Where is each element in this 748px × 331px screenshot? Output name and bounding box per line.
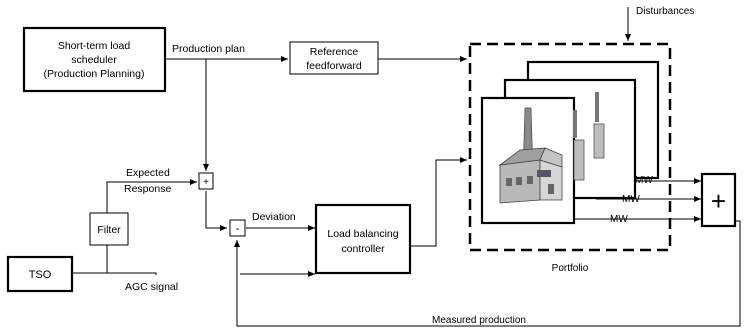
- deviation-label: Deviation: [252, 211, 296, 223]
- minus-summer: -: [229, 219, 246, 237]
- filter-block: Filter: [89, 212, 129, 246]
- tso-label: TSO: [29, 269, 52, 281]
- plus-summer: +: [198, 172, 214, 190]
- plant-back-wall: [593, 123, 605, 159]
- reference-block: Reference feedforward: [289, 41, 379, 75]
- arrow-filter-to-plus-summer: [106, 179, 197, 213]
- filter-box: [89, 212, 129, 246]
- controller-label-1: Load balancing: [327, 228, 398, 240]
- plus-summer-sign: +: [203, 177, 209, 188]
- minus-summer-box: [229, 219, 246, 237]
- scheduler-label-1: Short-term load: [58, 40, 131, 52]
- reference-box: [289, 41, 379, 75]
- response-label: Response: [124, 183, 171, 195]
- measured-production-label: Measured production: [432, 315, 526, 326]
- agc-signal-label: AGC signal: [125, 281, 178, 293]
- portfolio-group: Portfolio: [468, 42, 672, 274]
- tso-block: TSO: [6, 255, 74, 293]
- output-summer-sign: +: [711, 186, 726, 216]
- connectors: [72, 7, 741, 327]
- power-plant-icon: [498, 107, 563, 204]
- tso-box: [6, 255, 74, 293]
- expected-label: Expected: [126, 167, 170, 179]
- scheduler-box: [22, 26, 167, 93]
- scheduler-label-2: scheduler: [71, 54, 117, 66]
- plus-summer-box: [198, 172, 214, 190]
- plant-middle-wall: [573, 139, 585, 181]
- chimney-middle: [573, 110, 577, 138]
- portfolio-label: Portfolio: [552, 263, 589, 274]
- production-plan-label: Production plan: [172, 43, 245, 55]
- line-tso-agc: [72, 272, 157, 275]
- arrow-plus-to-minus-summer: [205, 191, 227, 231]
- filter-label: Filter: [97, 224, 121, 236]
- arrow-measured-production-feedback: [234, 220, 741, 327]
- output-summer: +: [700, 172, 737, 228]
- output-summer-box: [700, 172, 737, 228]
- mw-label-2: MW: [622, 194, 640, 205]
- minus-summer-sign: -: [236, 223, 240, 235]
- controller-box: [314, 203, 412, 275]
- scheduler-label-3: (Production Planning): [44, 68, 145, 80]
- arrow-controller-to-portfolio: [410, 157, 467, 247]
- controller-label-2: controller: [341, 243, 385, 255]
- reference-label-1: Reference: [310, 46, 359, 58]
- signal-labels: Production plan Expected Response Deviat…: [124, 6, 694, 326]
- mw-label-3: MW: [610, 214, 628, 225]
- scheduler-block: Short-term load scheduler (Production Pl…: [22, 26, 167, 93]
- mw-label-1: MW: [635, 175, 653, 186]
- chimney-back: [595, 92, 599, 122]
- reference-label-2: feedforward: [306, 60, 362, 72]
- disturbances-label: Disturbances: [636, 6, 694, 17]
- controller-block: Load balancing controller: [314, 203, 412, 275]
